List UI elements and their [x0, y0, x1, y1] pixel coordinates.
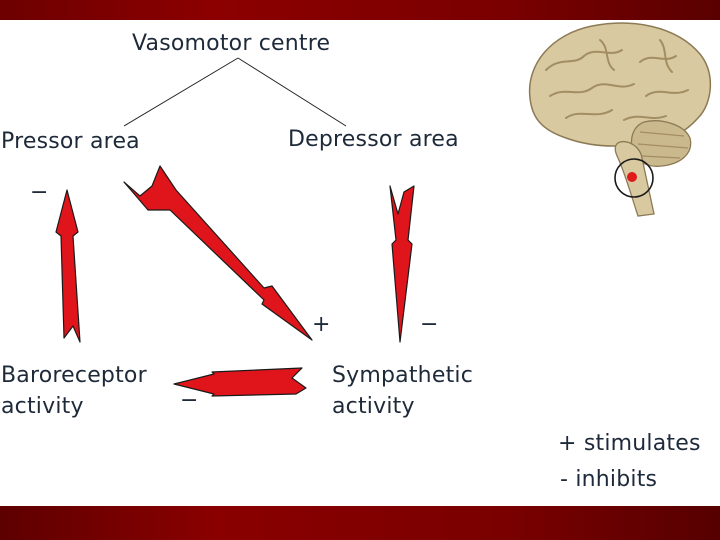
node-depressor-area: Depressor area — [288, 127, 459, 152]
branch-line-left — [123, 57, 239, 127]
title-vasomotor-centre: Vasomotor centre — [132, 31, 331, 56]
arrow-baroreceptor-to-pressor — [55, 189, 81, 343]
legend-stimulates: + stimulates — [558, 431, 701, 456]
sign-sympathetic-to-baroreceptor: − — [180, 388, 199, 413]
medulla-highlight-circle — [614, 158, 654, 198]
node-sympathetic-activity-line2: activity — [332, 394, 415, 419]
branch-line-right — [237, 57, 347, 127]
medulla-marker-dot — [627, 172, 637, 182]
arrow-depressor-to-sympathetic — [389, 185, 415, 343]
bottom-banner — [0, 506, 720, 540]
legend-inhibits: - inhibits — [560, 467, 658, 492]
top-banner — [0, 0, 720, 20]
node-pressor-area: Pressor area — [1, 129, 140, 154]
node-baroreceptor-activity-line1: Baroreceptor — [1, 363, 147, 388]
node-sympathetic-activity-line1: Sympathetic — [332, 363, 473, 388]
sign-baroreceptor-to-pressor: − — [30, 180, 49, 205]
node-baroreceptor-activity-line2: activity — [1, 394, 84, 419]
sign-pressor-to-sympathetic: + — [312, 312, 331, 337]
arrow-pressor-to-sympathetic — [123, 165, 313, 341]
sign-depressor-to-sympathetic: − — [420, 312, 439, 337]
arrow-sympathetic-to-baroreceptor — [173, 367, 307, 397]
brain-illustration — [528, 22, 712, 217]
